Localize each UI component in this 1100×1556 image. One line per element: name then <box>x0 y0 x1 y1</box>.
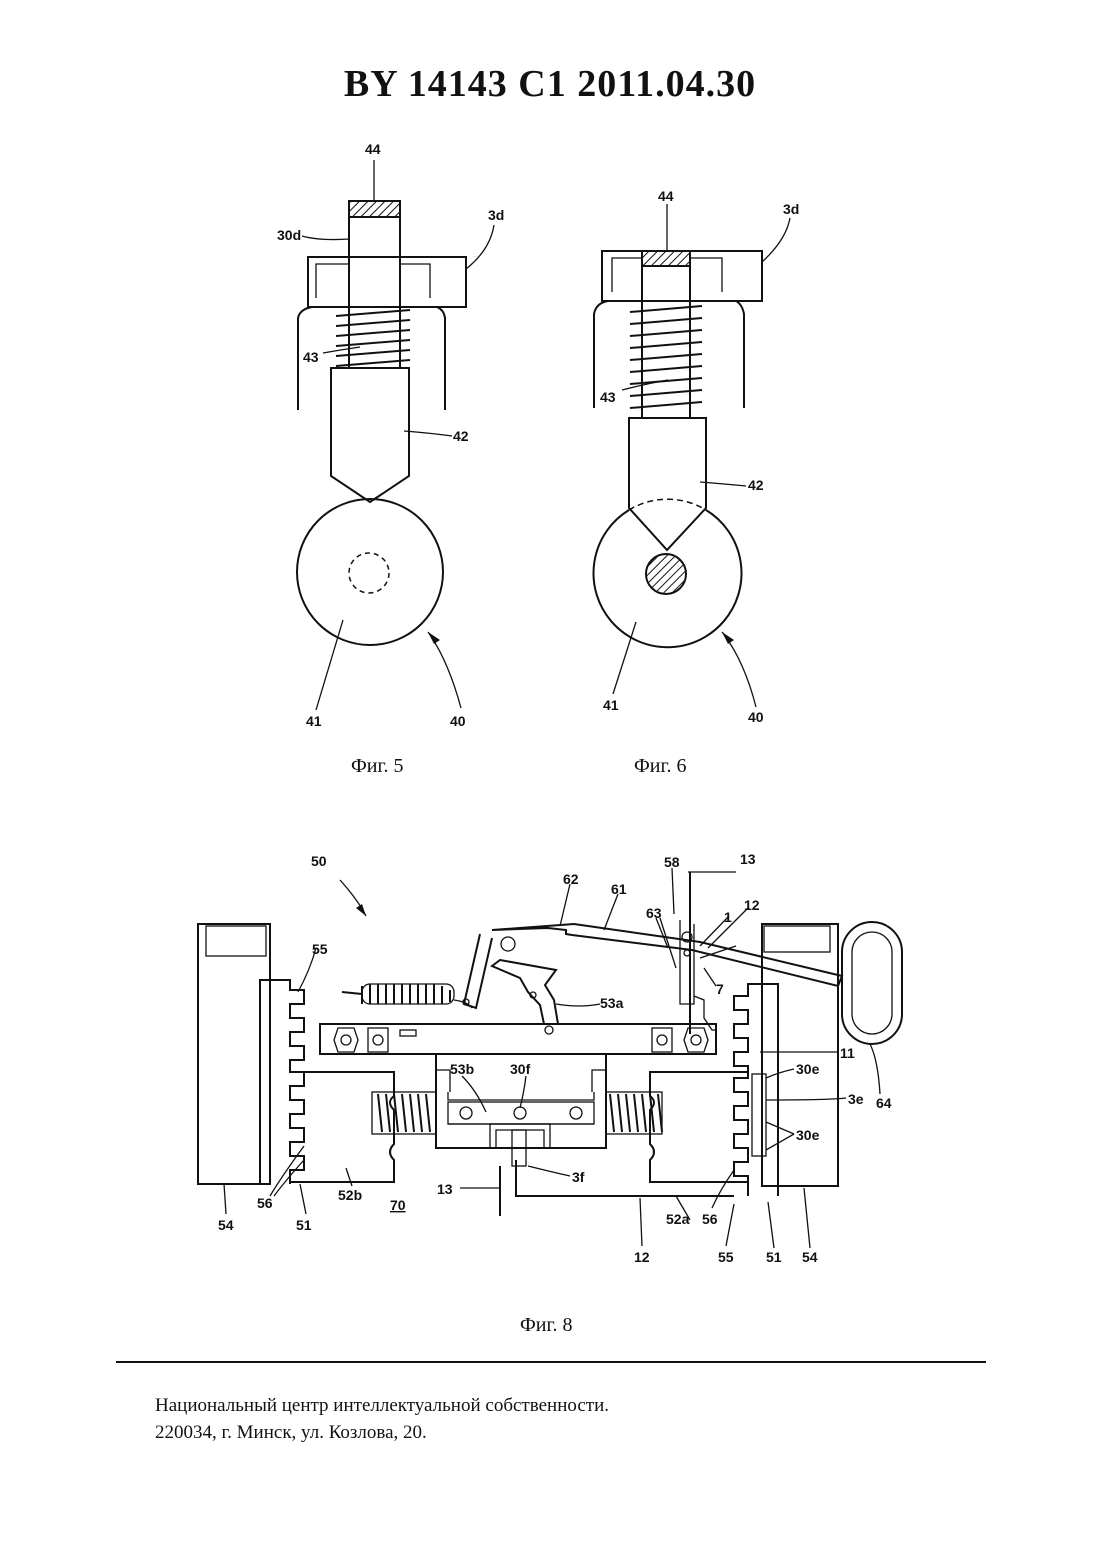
fig8-label-30e-top: 30e <box>796 1061 820 1077</box>
fig8-label-54-right: 54 <box>802 1249 818 1265</box>
fig5-label-44: 44 <box>365 141 381 157</box>
fig8-label-53a: 53a <box>600 995 624 1011</box>
fig6-label-43: 43 <box>600 389 616 405</box>
fig6-caption: Фиг. 6 <box>634 755 686 777</box>
footer: Национальный центр интеллектуальной собс… <box>155 1392 609 1446</box>
fig5-label-40: 40 <box>450 713 466 729</box>
fig8-label-3e: 3e <box>848 1091 864 1107</box>
fig6-label-41: 41 <box>603 697 619 713</box>
fig8-label-63: 63 <box>646 905 662 921</box>
fig8-label-11: 11 <box>840 1045 855 1061</box>
fig8-label-51-right: 51 <box>766 1249 782 1265</box>
fig6-label-42: 42 <box>748 477 764 493</box>
fig6-label-3d: 3d <box>783 201 799 217</box>
fig5-label-42: 42 <box>453 428 469 444</box>
fig8-label-55-right: 55 <box>718 1249 734 1265</box>
fig8-label-61: 61 <box>611 881 627 897</box>
fig8-label-12-top: 12 <box>744 897 760 913</box>
fig8-label-12-bottom: 12 <box>634 1249 650 1265</box>
fig6-label-40: 40 <box>748 709 764 725</box>
fig5-caption: Фиг. 5 <box>351 755 403 777</box>
figure-8: 50 62 61 58 13 63 1 12 7 55 53a 11 64 53… <box>198 851 902 1336</box>
fig8-label-56-right: 56 <box>702 1211 718 1227</box>
fig5-label-3d: 3d <box>488 207 504 223</box>
fig8-label-58: 58 <box>664 854 680 870</box>
fig5-label-30d: 30d <box>277 227 301 243</box>
fig8-label-13-bottom: 13 <box>437 1181 453 1197</box>
fig8-label-7: 7 <box>716 981 724 997</box>
fig8-label-53b: 53b <box>450 1061 474 1077</box>
fig8-label-50: 50 <box>311 853 327 869</box>
fig8-label-64: 64 <box>876 1095 892 1111</box>
fig8-label-3f: 3f <box>572 1169 585 1185</box>
fig8-label-30e-bottom: 30e <box>796 1127 820 1143</box>
fig5-label-43: 43 <box>303 349 319 365</box>
fig8-label-62: 62 <box>563 871 579 887</box>
fig8-label-54-left: 54 <box>218 1217 234 1233</box>
fig8-label-52b: 52b <box>338 1187 362 1203</box>
footer-address: 220034, г. Минск, ул. Козлова, 20. <box>155 1419 609 1446</box>
fig8-label-56-left: 56 <box>257 1195 273 1211</box>
figure-6: 44 3d 43 42 41 40 Фиг. 6 <box>594 188 800 777</box>
fig8-label-51-left: 51 <box>296 1217 312 1233</box>
fig6-label-44: 44 <box>658 188 674 204</box>
fig5-label-41: 41 <box>306 713 322 729</box>
fig8-caption: Фиг. 8 <box>520 1314 572 1336</box>
fig8-label-52a: 52a <box>666 1211 690 1227</box>
fig8-label-1: 1 <box>724 909 732 925</box>
fig8-label-55-left: 55 <box>312 941 328 957</box>
fig8-label-13-top: 13 <box>740 851 756 867</box>
footer-divider <box>116 1361 986 1363</box>
footer-org: Национальный центр интеллектуальной собс… <box>155 1392 609 1419</box>
fig8-label-30f: 30f <box>510 1061 531 1077</box>
fig8-label-70: 70 <box>390 1197 406 1213</box>
figure-5: 44 30d 3d 43 42 41 40 Фиг. 5 <box>277 141 504 777</box>
